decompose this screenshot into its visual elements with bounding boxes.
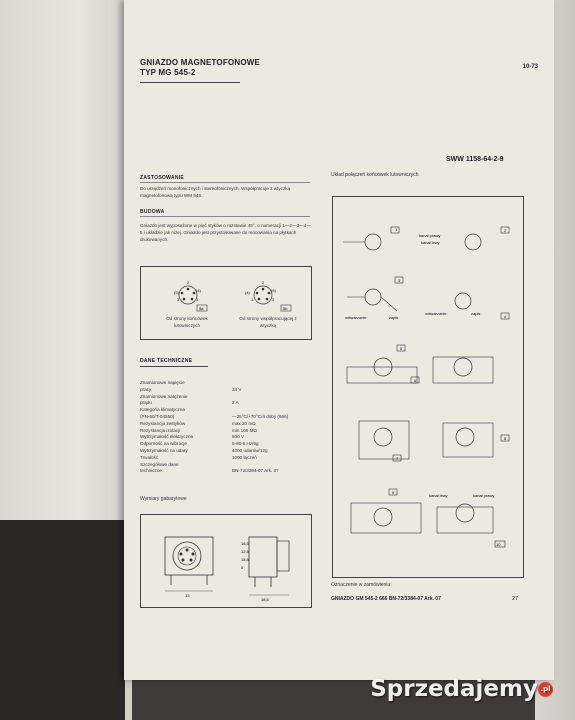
document-page: GNIAZDO MAGNETOFONOWE TYP MG 545-2 10-73… (124, 0, 554, 680)
watermark: Sprzedajemy.pl (370, 676, 553, 702)
svg-text:8: 8 (504, 436, 507, 441)
diagram-2: kanał prawy kanał lewy 2 (419, 226, 510, 251)
svg-text:odtwarzanie: odtwarzanie (425, 311, 447, 316)
zastosowanie-heading: ZASTOSOWANIE (140, 175, 185, 181)
svg-text:6: 6 (414, 378, 417, 383)
dark-surface (0, 520, 125, 720)
connection-diagrams: 1 kanał prawy kanał lewy 2 odtwarzanie z… (343, 226, 510, 548)
svg-text:(4): (4) (196, 288, 202, 293)
title-line-2: TYP MG 545-2 (140, 68, 196, 77)
page-number: 27 (512, 596, 519, 602)
zastosowanie-text: Do urządzeń monofonicznych i stereofonic… (140, 186, 291, 198)
order-code: GNIAZDO GM 545-2 666 BN-72/3384-07 Ark. … (331, 596, 441, 602)
svg-text:zapis: zapis (471, 311, 480, 316)
svg-text:12,5: 12,5 (241, 549, 250, 554)
title-divider (140, 82, 240, 83)
svg-text:10: 10 (496, 542, 501, 547)
tag-5b-box (280, 304, 292, 312)
svg-text:2: 2 (262, 280, 265, 285)
svg-text:18,5: 18,5 (261, 597, 270, 602)
left-socket-view: 2 (5) (4) 3 1 (174, 280, 202, 305)
table-row: Szczegółowe dane (140, 461, 179, 467)
svg-text:5: 5 (241, 565, 244, 570)
svg-text:odtwarzanie: odtwarzanie (345, 315, 367, 320)
svg-text:3: 3 (272, 297, 275, 302)
right-view-caption: Od strony współpracującej z wtyczką (239, 316, 297, 328)
svg-text:7: 7 (396, 456, 399, 461)
svg-text:3: 3 (177, 297, 180, 302)
svg-text:(5): (5) (271, 288, 277, 293)
title-line-1: GNIAZDO MAGNETOFONOWE (140, 58, 261, 67)
svg-text:1: 1 (196, 297, 199, 302)
svg-text:(5): (5) (174, 290, 180, 295)
diagram-4: odtwarzanie zapis 4 (425, 292, 510, 320)
dimension-drawing-box: 13 18,5 16,5 12,5 15,5 5 (140, 514, 312, 608)
budowa-heading: BUDOWA (140, 209, 165, 215)
page-code: 10-73 (522, 64, 538, 70)
right-socket-view: 2 (4) (5) 1 3 (245, 280, 277, 305)
budowa-text: Gniazdo jest wyposażone w pięć styków o … (140, 223, 311, 242)
svg-text:kanał prawy: kanał prawy (419, 233, 440, 238)
svg-text:kanał lewy: kanał lewy (429, 493, 448, 498)
svg-text:kanał prawy: kanał prawy (473, 493, 494, 498)
tag-5a: 5a (199, 306, 204, 311)
svg-text:15,5: 15,5 (241, 557, 250, 562)
order-heading: Oznaczenie w zamówieniu: (331, 582, 392, 588)
sww-code: SWW 1158-64-2-9 (446, 156, 504, 163)
svg-text:(4): (4) (245, 290, 251, 295)
svg-text:1: 1 (251, 297, 254, 302)
watermark-text: Sprzedajemy (370, 676, 538, 702)
section-rule (140, 182, 310, 183)
svg-text:13: 13 (185, 593, 190, 598)
page-title: GNIAZDO MAGNETOFONOWE TYP MG 545-2 (140, 58, 260, 78)
svg-text:9: 9 (392, 490, 395, 495)
diagram-7-8: 7 8 (358, 420, 510, 462)
svg-text:zapis: zapis (389, 315, 398, 320)
tag-5b: 5b (283, 306, 288, 311)
dimension-drawing: 13 18,5 16,5 12,5 15,5 5 (164, 536, 290, 602)
table-row: Znamionowe napięcie (140, 380, 185, 385)
table-row: (PN-60/T-04550)—25°C/+70°C/4 doby (666) (140, 413, 289, 419)
pin-layout-diagram: 2 (5) (4) 3 1 2 (4) (5) 1 3 5a (174, 280, 292, 312)
section-rule (140, 366, 208, 367)
svg-text:3: 3 (398, 278, 401, 283)
svg-text:1: 1 (395, 227, 398, 232)
table-row: Znamionowe natężenie (140, 393, 188, 399)
svg-text:2: 2 (187, 280, 190, 285)
wymiary-heading: Wymiary gabarytowe (140, 496, 187, 502)
uklad-heading: Układ połączeń końcówek lutowniczych (331, 172, 419, 178)
svg-text:4: 4 (504, 314, 507, 319)
diagram-3: odtwarzanie zapis 3 (345, 276, 404, 320)
connection-diagram-box: 1 kanał prawy kanał lewy 2 odtwarzanie z… (332, 196, 524, 578)
dane-heading: DANE TECHNICZNE (140, 358, 193, 364)
section-rule (140, 216, 310, 217)
svg-text:2: 2 (504, 228, 507, 233)
watermark-dot: .pl (538, 682, 553, 697)
svg-text:kanał lewy: kanał lewy (421, 240, 440, 245)
diagram-1: 1 (343, 226, 400, 251)
diagram-9-10: 9 kanał lewy kanał prawy 10 (350, 488, 506, 548)
pin-layout-box: 2 (5) (4) 3 1 2 (4) (5) 1 3 5a (140, 266, 312, 340)
table-row: Kategoria klimatyczna (140, 407, 185, 413)
svg-text:5: 5 (400, 346, 403, 351)
diagram-5-6: 5 6 (346, 344, 494, 384)
left-view-caption: Od strony końcówek lutowniczych (166, 316, 208, 328)
svg-text:16,5: 16,5 (241, 541, 250, 546)
tag-5a-box (196, 304, 208, 312)
